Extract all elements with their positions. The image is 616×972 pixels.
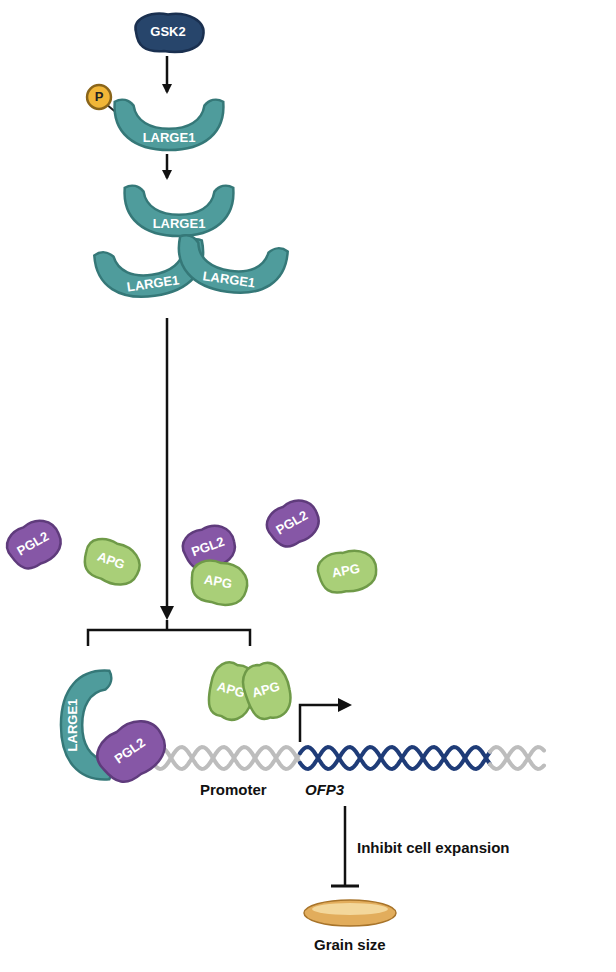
dna-strand — [490, 747, 544, 769]
inhibition-bar — [331, 885, 359, 888]
protein-label: GSK2 — [128, 24, 208, 40]
long-arrow-head — [160, 606, 174, 620]
protein: APG — [309, 542, 384, 599]
bracket-stem — [166, 620, 169, 630]
protein: LARGE1 — [169, 228, 294, 302]
protein-label: P — [86, 89, 112, 105]
dna-strand — [300, 747, 490, 769]
dna-strand — [150, 747, 300, 769]
protein: LARGE1 — [120, 180, 238, 238]
protein-label: LARGE1 — [65, 666, 81, 784]
transcription-arrow-head — [338, 698, 352, 712]
rice-grain-highlight — [312, 903, 388, 915]
phosphate-tag: P — [86, 84, 112, 110]
protein: PGL2 — [0, 508, 72, 581]
dna-strand — [300, 747, 490, 769]
protein: APG — [181, 553, 254, 612]
activation-arrow — [166, 154, 169, 178]
dna-strand — [490, 747, 544, 769]
protein: PGL2 — [81, 704, 180, 797]
kinase-protein: GSK2 — [128, 10, 208, 54]
protein-shape — [1, 513, 68, 576]
protein: LARGE1 — [110, 94, 228, 152]
rice-grain — [304, 900, 396, 926]
effect-label: Inhibit cell expansion — [357, 839, 510, 857]
protein-shape — [239, 658, 296, 723]
protein-shape — [173, 234, 288, 299]
protein-shape — [90, 711, 175, 791]
protein: PGL2 — [255, 488, 330, 558]
protein-label: LARGE1 — [110, 130, 228, 146]
dna-strand — [150, 747, 300, 769]
promoter-label: Promoter — [200, 781, 267, 799]
bracket — [88, 630, 250, 646]
protein-shape — [261, 493, 325, 553]
protein-outline — [169, 228, 294, 302]
long-arrow-shaft — [166, 318, 169, 608]
inhibition-line — [344, 806, 347, 886]
gene-name: OFP3 — [305, 781, 344, 799]
activation-arrow — [166, 56, 169, 92]
phenotype-label: Grain size — [314, 936, 386, 954]
protein: APG — [72, 528, 150, 594]
transcription-arrow — [300, 705, 340, 742]
dna-helix — [150, 747, 544, 769]
protein-label: LARGE1 — [120, 216, 238, 232]
